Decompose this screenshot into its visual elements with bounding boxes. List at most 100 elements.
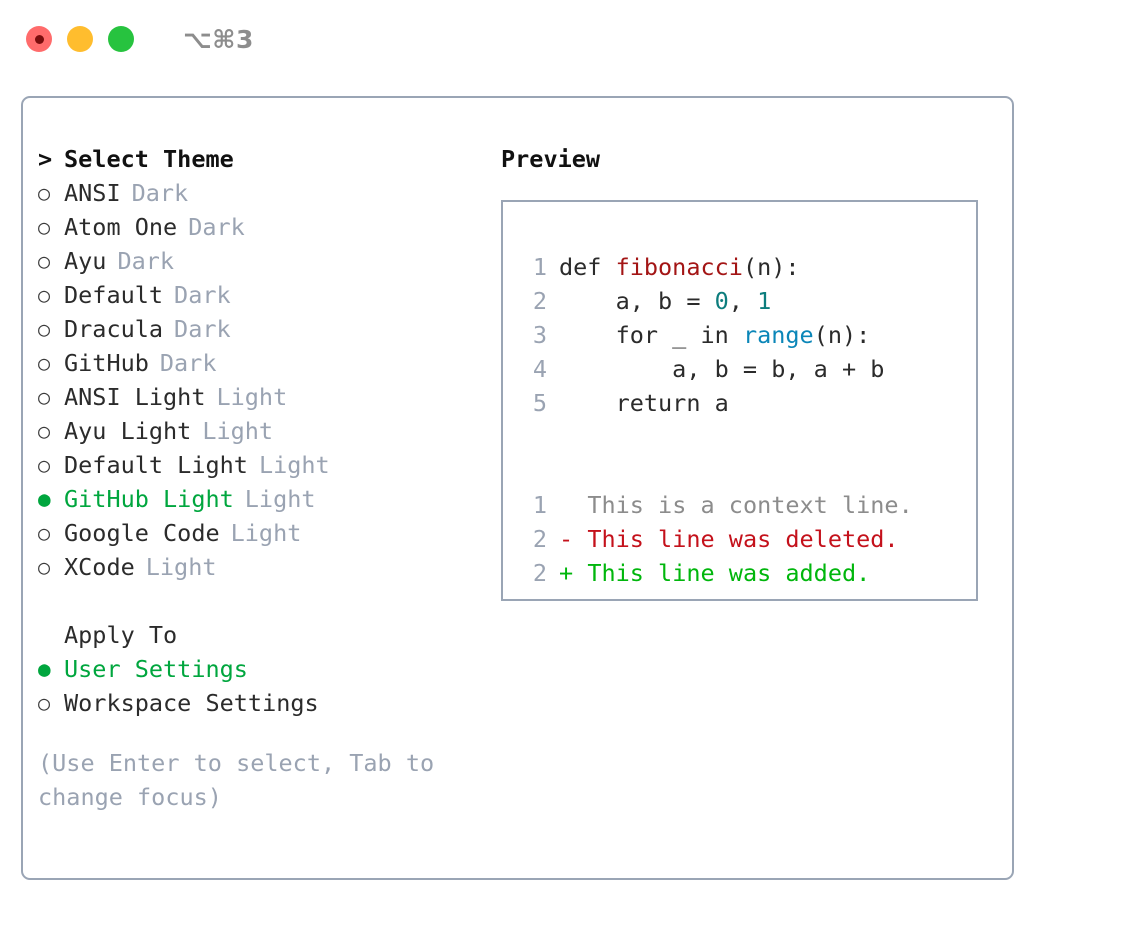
theme-option-github[interactable]: ○ GitHub Dark <box>38 346 498 380</box>
code-line: 2 a, b = 0, 1 <box>521 284 976 318</box>
theme-option-ansi-light[interactable]: ○ ANSI Light Light <box>38 380 498 414</box>
code-text: return a <box>559 389 729 417</box>
preview-gap <box>521 420 976 454</box>
diff-text: + This line was added. <box>559 556 870 590</box>
theme-option-default[interactable]: ○ Default Dark <box>38 278 498 312</box>
apply-to-option-label: User Settings <box>64 655 248 683</box>
diff-line-added: 2 + This line was added. <box>521 556 976 590</box>
theme-name: Default Light <box>64 451 248 479</box>
window-maximize-button[interactable] <box>108 26 134 52</box>
theme-option-default-light[interactable]: ○ Default Light Light <box>38 448 498 482</box>
theme-name: Default <box>64 281 164 309</box>
theme-variant: Light <box>258 451 330 479</box>
diff-sign: - <box>559 525 574 553</box>
radio-unselected-icon: ○ <box>38 691 51 715</box>
preview-column: Preview 1 def fibonacci(n): 2 a, b = 0, … <box>501 142 991 601</box>
line-number: 2 <box>532 559 547 587</box>
theme-name: Google Code <box>64 519 220 547</box>
code-token-number: 0 <box>714 287 729 315</box>
theme-name: ANSI <box>64 179 121 207</box>
radio-unselected-icon: ○ <box>38 555 51 579</box>
list-spacer <box>38 584 498 618</box>
theme-option-atom-one[interactable]: ○ Atom One Dark <box>38 210 498 244</box>
code-text: for _ in range(n): <box>559 318 871 352</box>
theme-variant: Light <box>244 485 316 513</box>
diff-text: This is a context line. <box>559 488 913 522</box>
radio-unselected-icon: ○ <box>38 181 51 205</box>
radio-unselected-icon: ○ <box>38 249 51 273</box>
diff-sign: + <box>559 559 574 587</box>
caret-icon: > <box>38 145 53 173</box>
radio-unselected-icon: ○ <box>38 283 51 307</box>
radio-unselected-icon: ○ <box>38 521 51 545</box>
radio-selected-icon: ● <box>38 487 51 511</box>
radio-unselected-icon: ○ <box>38 215 51 239</box>
code-token-number: 1 <box>757 287 772 315</box>
radio-unselected-icon: ○ <box>38 351 51 375</box>
window-close-button[interactable] <box>26 26 52 52</box>
preview-gap <box>521 454 976 488</box>
theme-variant: Dark <box>174 281 231 309</box>
radio-unselected-icon: ○ <box>38 385 51 409</box>
window-minimize-button[interactable] <box>67 26 93 52</box>
theme-option-dracula[interactable]: ○ Dracula Dark <box>38 312 498 346</box>
theme-option-ayu[interactable]: ○ Ayu Dark <box>38 244 498 278</box>
theme-variant: Light <box>216 383 288 411</box>
line-number: 1 <box>532 491 547 519</box>
title-bar: ⌥⌘3 <box>0 0 1140 78</box>
apply-to-label: Apply To <box>64 621 178 649</box>
preview-title: Preview <box>501 145 601 173</box>
theme-variant: Dark <box>117 247 175 275</box>
diff-line-deleted: 2 - This line was deleted. <box>521 522 976 556</box>
theme-list-header: > Select Theme <box>38 142 498 176</box>
keyboard-shortcut-label: ⌥⌘3 <box>183 24 254 54</box>
theme-list-header-label: Select Theme <box>64 145 234 173</box>
code-token: a, b = <box>559 287 715 315</box>
keyboard-hint-text: (Use Enter to select, Tab to change focu… <box>38 749 449 811</box>
diff-content: This is a context line. <box>587 491 913 519</box>
radio-selected-icon: ● <box>38 657 51 681</box>
theme-name: ANSI Light <box>64 383 206 411</box>
code-line: 4 a, b = b, a + b <box>521 352 976 386</box>
recording-indicator-icon <box>34 34 44 44</box>
code-token: (n): <box>813 321 871 349</box>
theme-name: GitHub <box>64 349 149 377</box>
diff-content: This line was added. <box>587 559 871 587</box>
code-text: a, b = b, a + b <box>559 355 885 383</box>
theme-option-github-light[interactable]: ● GitHub Light Light <box>38 482 498 516</box>
line-number: 3 <box>532 321 547 349</box>
theme-option-xcode[interactable]: ○ XCode Light <box>38 550 498 584</box>
line-number: 4 <box>532 355 547 383</box>
line-number: 2 <box>532 525 547 553</box>
theme-name: XCode <box>64 553 135 581</box>
code-line: 5 return a <box>521 386 976 420</box>
radio-unselected-icon: ○ <box>38 419 51 443</box>
theme-option-ansi[interactable]: ○ ANSI Dark <box>38 176 498 210</box>
content-panel: > Select Theme ○ ANSI Dark ○ Atom One Da… <box>21 96 1014 880</box>
code-line: 1 def fibonacci(n): <box>521 250 976 284</box>
apply-to-option-workspace-settings[interactable]: ○ Workspace Settings <box>38 686 498 720</box>
apply-to-option-user-settings[interactable]: ● User Settings <box>38 652 498 686</box>
code-token-function: fibonacci <box>615 253 743 281</box>
code-token: , <box>728 287 758 315</box>
radio-unselected-icon: ○ <box>38 453 51 477</box>
theme-variant: Dark <box>174 315 231 343</box>
theme-variant: Light <box>202 417 274 445</box>
theme-name: Atom One <box>64 213 178 241</box>
diff-line-context: 1 This is a context line. <box>521 488 976 522</box>
apply-to-option-label: Workspace Settings <box>64 689 319 717</box>
diff-text: - This line was deleted. <box>559 522 899 556</box>
code-token: (n): <box>742 253 800 281</box>
theme-variant: Light <box>145 553 217 581</box>
theme-option-ayu-light[interactable]: ○ Ayu Light Light <box>38 414 498 448</box>
theme-variant: Light <box>230 519 302 547</box>
code-line: 3 for _ in range(n): <box>521 318 976 352</box>
theme-option-google-code[interactable]: ○ Google Code Light <box>38 516 498 550</box>
apply-to-header: Apply To <box>38 618 498 652</box>
theme-variant: Dark <box>131 179 189 207</box>
radio-unselected-icon: ○ <box>38 317 51 341</box>
theme-name: Ayu <box>64 247 107 275</box>
theme-variant: Dark <box>159 349 217 377</box>
line-number: 5 <box>532 389 547 417</box>
